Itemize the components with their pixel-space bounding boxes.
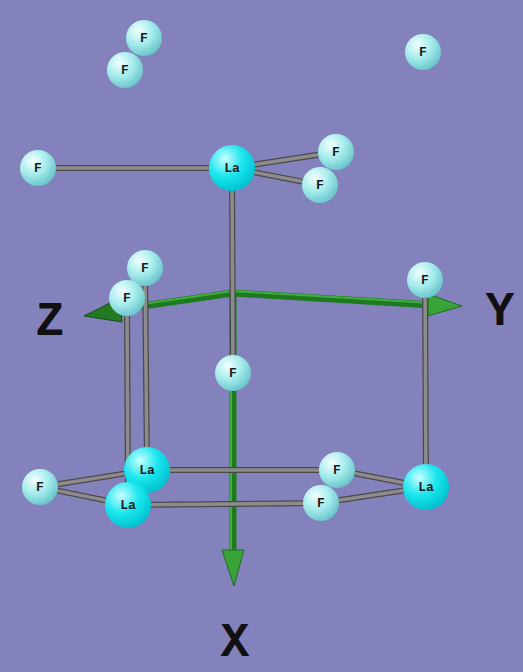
atom-symbol: F bbox=[421, 274, 429, 287]
atom-symbol: F bbox=[123, 292, 131, 305]
atom-symbol: F bbox=[317, 497, 325, 510]
atom-symbol: La bbox=[418, 481, 434, 494]
bond-line bbox=[355, 473, 404, 482]
fluorine-atom: F bbox=[22, 469, 58, 505]
bond-line bbox=[339, 490, 403, 500]
bond-line bbox=[425, 298, 427, 464]
bond-stroke bbox=[145, 286, 147, 447]
fluorine-atom: F bbox=[405, 34, 441, 70]
bond-line bbox=[255, 172, 303, 181]
bond-stroke bbox=[339, 490, 403, 500]
bond-line bbox=[145, 286, 147, 447]
bond-stroke bbox=[355, 473, 404, 482]
atom-symbol: La bbox=[224, 162, 240, 175]
fluorine-atom: F bbox=[318, 134, 354, 170]
bond-line bbox=[232, 191, 234, 355]
fluorine-atom: F bbox=[20, 150, 56, 186]
bond-line bbox=[58, 491, 106, 501]
atom-symbol: F bbox=[332, 146, 340, 159]
atom-symbol: La bbox=[120, 499, 136, 512]
bond-stroke bbox=[58, 491, 106, 501]
atom-symbol: F bbox=[36, 481, 44, 494]
bond-stroke bbox=[422, 298, 429, 464]
bond-stroke bbox=[151, 503, 303, 505]
bond-stroke bbox=[423, 298, 427, 464]
fluorine-atom: F bbox=[302, 167, 338, 203]
bond-stroke bbox=[255, 172, 303, 181]
bond-stroke bbox=[355, 473, 404, 482]
bond-stroke bbox=[58, 474, 125, 485]
atom-symbol: F bbox=[316, 179, 324, 192]
bond-stroke bbox=[56, 165, 209, 171]
atom-symbol: La bbox=[139, 464, 155, 477]
bond-stroke bbox=[170, 467, 319, 473]
lanthanum-atom: La bbox=[209, 145, 255, 191]
atom-symbol: F bbox=[140, 32, 148, 45]
bond-line bbox=[58, 474, 125, 485]
atom-symbol: F bbox=[333, 464, 341, 477]
fluorine-atom: F bbox=[107, 52, 143, 88]
bond-stroke bbox=[230, 191, 234, 355]
bond-stroke bbox=[56, 166, 209, 170]
atom-symbol: F bbox=[34, 162, 42, 175]
atom-symbol: F bbox=[121, 64, 129, 77]
z-axis bbox=[84, 291, 233, 322]
axis-label: Z bbox=[36, 298, 65, 346]
bond-stroke bbox=[255, 155, 318, 165]
bond-stroke bbox=[339, 490, 403, 500]
axis-label: X bbox=[221, 619, 250, 667]
bond-stroke bbox=[58, 491, 106, 501]
lanthanum-atom: La bbox=[105, 482, 151, 528]
fluorine-atom: F bbox=[319, 452, 355, 488]
fluorine-atom: F bbox=[303, 485, 339, 521]
bond-stroke bbox=[151, 503, 303, 505]
fluorine-atom: F bbox=[407, 262, 443, 298]
atom-symbol: F bbox=[229, 367, 237, 380]
lanthanum-atom: La bbox=[403, 464, 449, 510]
bond-stroke bbox=[145, 286, 147, 447]
axis-label: Y bbox=[486, 288, 515, 336]
fluorine-atom: F bbox=[215, 355, 251, 391]
bond-line bbox=[170, 470, 319, 471]
bond-line bbox=[151, 503, 303, 505]
bond-stroke bbox=[170, 468, 319, 472]
fluorine-atom: F bbox=[109, 280, 145, 316]
atom-symbol: F bbox=[419, 46, 427, 59]
atom-symbol: F bbox=[141, 262, 149, 275]
bond-line bbox=[255, 155, 318, 165]
bond-stroke bbox=[255, 155, 318, 165]
bond-stroke bbox=[255, 172, 303, 181]
bond-stroke bbox=[229, 191, 236, 355]
bond-stroke bbox=[58, 474, 125, 485]
fluorine-atom: F bbox=[126, 20, 162, 56]
bond-line bbox=[56, 168, 209, 169]
